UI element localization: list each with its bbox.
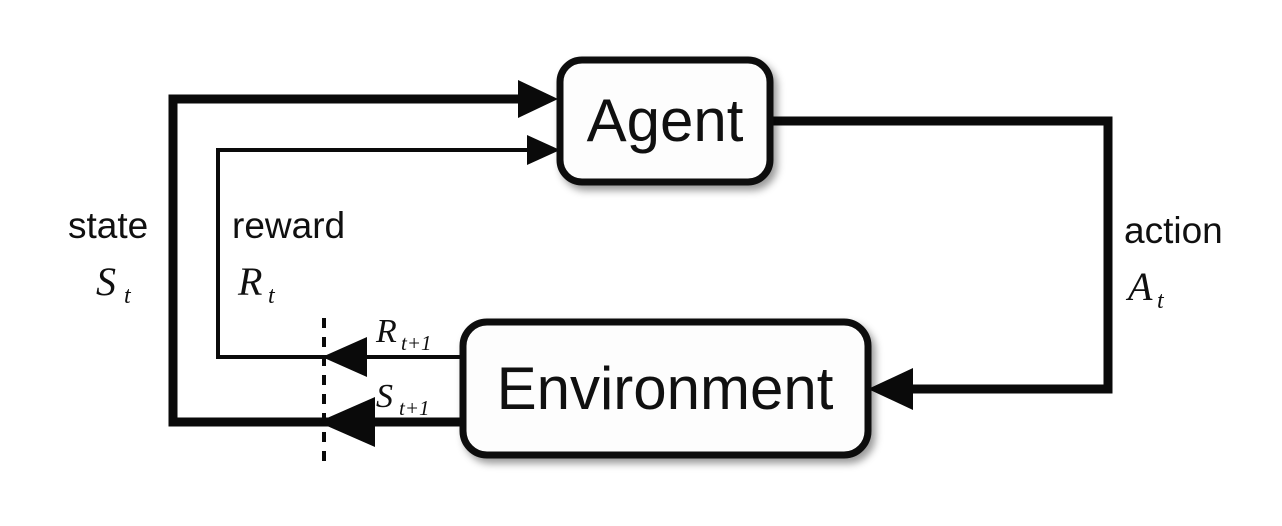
reward-subscript-label: t [268, 283, 276, 309]
next-reward-symbol-label: R [375, 313, 397, 350]
next-reward-arrow [322, 337, 367, 377]
next-reward-label-group: R t+1 [375, 313, 432, 355]
action-arrow-head-into-environment [868, 368, 913, 410]
action-path [770, 116, 1113, 410]
environment-node[interactable]: Environment [459, 318, 872, 459]
agent-node[interactable]: Agent [556, 56, 774, 186]
state-word-label: state [68, 205, 148, 246]
environment-box[interactable] [459, 318, 872, 459]
reward-arrow-head-into-agent [527, 135, 560, 165]
next-reward-subscript-label: t+1 [401, 331, 432, 355]
next-state-label-group: S t+1 [376, 378, 430, 420]
action-symbol-label: A [1125, 264, 1153, 309]
reward-label-group: reward R t [232, 205, 345, 309]
agent-box[interactable] [556, 56, 774, 186]
environment-label: Environment [497, 355, 834, 422]
next-state-arrow-head [318, 397, 375, 447]
state-subscript-label: t [124, 283, 132, 309]
state-label-group: state S t [68, 205, 148, 309]
next-reward-arrow-head [322, 337, 367, 377]
action-label-group: action A t [1124, 210, 1223, 314]
reward-word-label: reward [232, 205, 345, 246]
next-state-symbol-label: S [376, 378, 393, 415]
reward-symbol-label: R [237, 259, 262, 304]
action-word-label: action [1124, 210, 1223, 251]
state-symbol-label: S [96, 259, 116, 304]
next-state-subscript-label: t+1 [399, 396, 430, 420]
state-arrow-head-into-agent [518, 80, 558, 118]
next-state-arrow [318, 397, 375, 447]
agent-label: Agent [587, 87, 744, 154]
action-subscript-label: t [1157, 288, 1165, 314]
